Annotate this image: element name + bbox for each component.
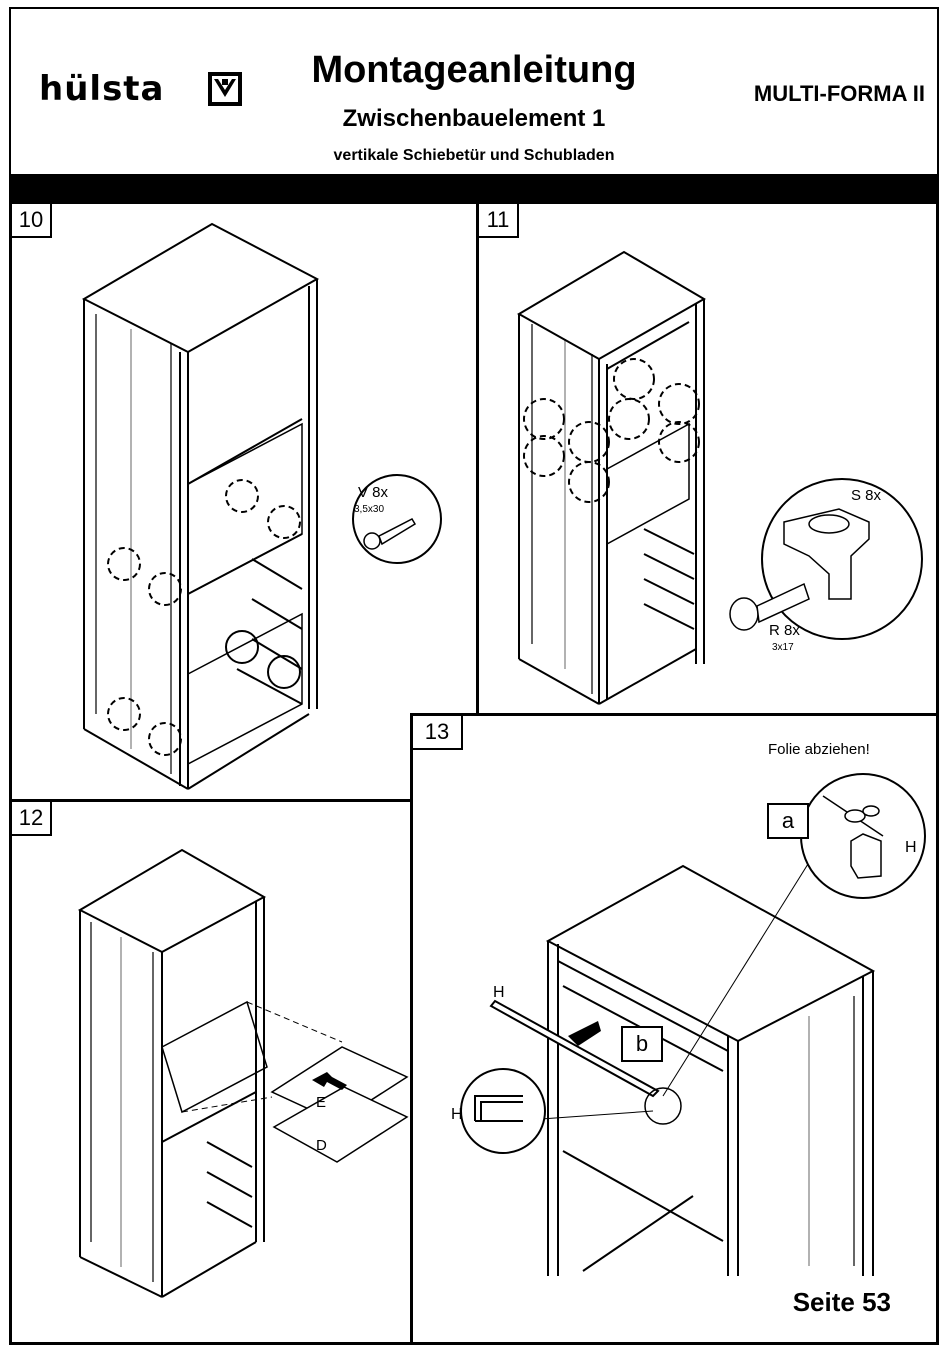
header: hülsta Montageanleitung Zwischenbaueleme… <box>11 9 937 174</box>
panel-d-label: D <box>316 1137 327 1154</box>
screw-quantity-label: R 8x <box>769 622 800 639</box>
page-number: Seite 53 <box>793 1287 891 1318</box>
document-subtitle: Zwischenbauelement 1 <box>11 105 937 133</box>
clip-quantity-label: S 8x <box>851 487 881 504</box>
clip-h-label: H <box>905 839 917 857</box>
screw-quantity-label: V 8x <box>358 484 388 501</box>
screw-size-label: 3,5x30 <box>354 504 384 515</box>
detail-a-label: a <box>767 803 809 839</box>
step-11-panel: 11 <box>476 201 939 716</box>
step-13-panel: 13 <box>410 713 939 1345</box>
step-10-panel: 10 <box>9 201 479 802</box>
step-12-panel: 12 E <box>9 799 413 1345</box>
screw-size-label: 3x17 <box>772 642 794 653</box>
step-10-illustration <box>12 204 476 799</box>
rail-h-label: H <box>493 984 505 1002</box>
step-12-illustration <box>12 802 410 1342</box>
panel-e-label: E <box>316 1094 326 1111</box>
detail-b-label: b <box>621 1026 663 1062</box>
document-subtitle-detail: vertikale Schiebetür und Schubladen <box>11 147 937 165</box>
step-11-illustration <box>479 204 936 713</box>
header-band <box>11 174 937 201</box>
step-13-illustration <box>413 716 936 1342</box>
product-series: MULTI-FORMA II <box>754 81 925 107</box>
profile-h-label: H <box>451 1106 463 1124</box>
instruction-note: Folie abziehen! <box>768 741 870 758</box>
